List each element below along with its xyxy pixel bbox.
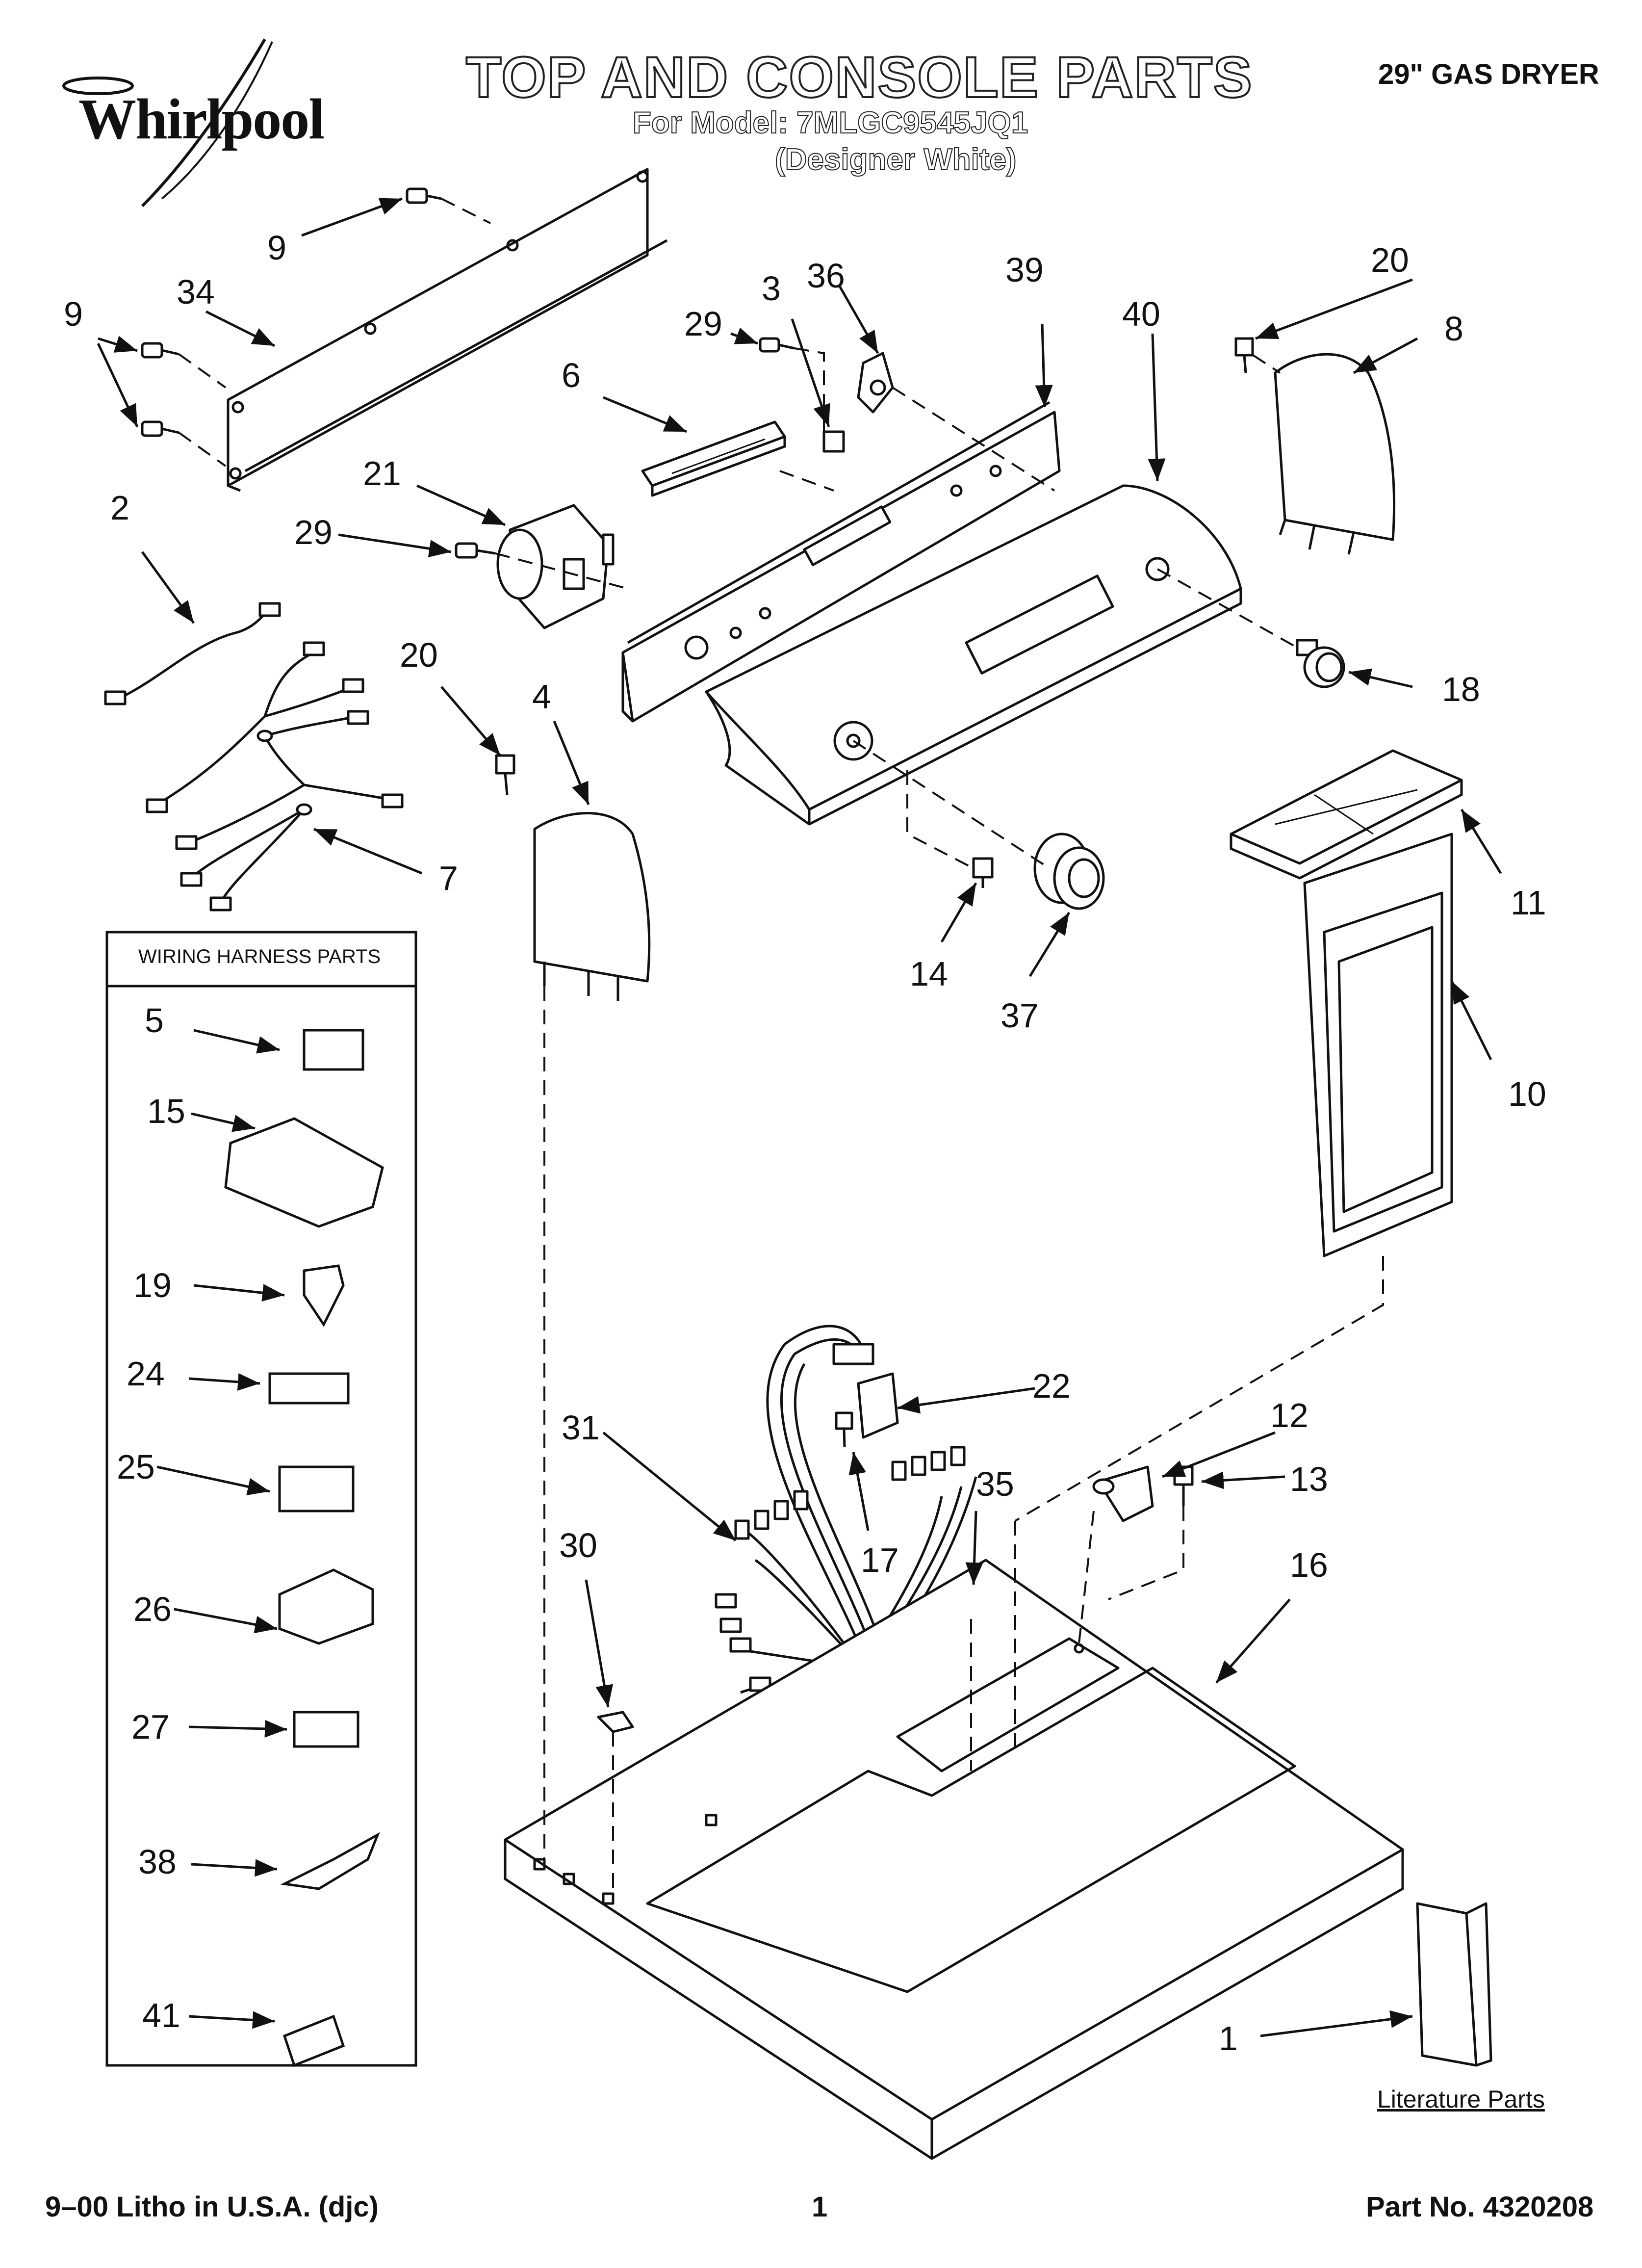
part-34-bracket [227, 168, 668, 492]
callout-6: 6 [562, 356, 581, 394]
callout-26: 26 [133, 1590, 172, 1628]
footer-print-info: 9–00 Litho in U.S.A. (djc) [45, 2191, 379, 2223]
part-40-console [705, 484, 1242, 826]
part-26-housing [278, 1568, 374, 1645]
brand-logo: Whirlpool [78, 87, 325, 151]
part-1-literature [1416, 1902, 1492, 2067]
callout-3: 3 [762, 269, 781, 308]
callout-39: 39 [1005, 251, 1044, 289]
callout-20-left: 20 [400, 636, 438, 674]
callout-13: 13 [1290, 1460, 1328, 1498]
callout-9-left: 9 [64, 295, 83, 333]
callout-31: 31 [562, 1408, 600, 1447]
part-12-clamp [1092, 1465, 1154, 1522]
part-17-screw [835, 1411, 853, 1448]
screw-29-left [455, 542, 496, 559]
part-3-clip [822, 430, 845, 453]
part-11-cover [1230, 749, 1463, 880]
part-36-switch [857, 352, 894, 414]
part-27-connector [293, 1711, 359, 1748]
callout-29-upper: 29 [684, 305, 722, 343]
part-7-harness [146, 641, 404, 912]
callout-11: 11 [1511, 884, 1546, 922]
wiring-harness-box [105, 931, 417, 2067]
callout-25: 25 [117, 1448, 155, 1486]
part-14-screw [972, 857, 994, 888]
callout-22: 22 [1032, 1367, 1071, 1405]
callout-10: 10 [1508, 1075, 1546, 1113]
screw-9-left-a [141, 342, 180, 359]
callout-21: 21 [363, 454, 401, 493]
model-line: For Model: 7MLGC9545JQ1 [632, 105, 1028, 140]
callout-2: 2 [110, 489, 129, 527]
callout-36: 36 [807, 257, 845, 295]
part-21-timer [496, 504, 615, 629]
callout-34: 34 [177, 273, 215, 311]
literature-parts-label: Literature Parts [1377, 2086, 1545, 2113]
leader-arrows [97, 197, 1502, 2037]
footer-part-number: Part No. 4320208 [1366, 2191, 1594, 2223]
callout-12: 12 [1270, 1396, 1308, 1434]
footer-page-number: 1 [812, 2191, 828, 2223]
callout-16: 16 [1290, 1546, 1328, 1584]
part-38-terminal [280, 1832, 380, 1890]
callout-35: 35 [976, 1465, 1014, 1503]
callout-4: 4 [532, 678, 551, 716]
part-18-knob [1296, 639, 1345, 688]
callout-20-right: 20 [1371, 241, 1409, 279]
callout-27: 27 [131, 1708, 170, 1746]
product-type: 29" GAS DRYER [1378, 58, 1599, 90]
callout-30: 30 [559, 1526, 597, 1564]
callout-19: 19 [133, 1266, 172, 1304]
callout-15: 15 [147, 1092, 185, 1130]
part-4-endcap [533, 812, 651, 1001]
callout-14: 14 [910, 955, 948, 993]
part-24-connector [268, 1372, 350, 1405]
part-10-housing [1303, 833, 1453, 1257]
callout-24: 24 [127, 1355, 165, 1393]
callout-41: 41 [142, 1996, 180, 2034]
part-30-clip [597, 1711, 634, 1733]
screw-9-left-b [141, 420, 180, 437]
part-5-connector [303, 1029, 364, 1071]
part-2-wire [104, 602, 281, 705]
part-39-panel [621, 401, 1061, 723]
part-25-connector [278, 1465, 355, 1512]
logo-swoosh [62, 38, 273, 208]
page-title: TOP AND CONSOLE PARTS [465, 44, 1253, 111]
wiring-box-title: WIRING HARNESS PARTS [138, 946, 381, 967]
callout-5: 5 [145, 1001, 164, 1040]
color-line: (Designer White) [774, 142, 1017, 177]
callout-40: 40 [1122, 295, 1160, 333]
part-6-switch [641, 420, 786, 497]
part-19-clip [303, 1264, 345, 1327]
alignment-lines [178, 198, 1384, 1894]
part-15-block [224, 1117, 384, 1228]
screw-9-top [406, 187, 442, 204]
callout-18: 18 [1442, 670, 1480, 708]
callout-37: 37 [1001, 996, 1039, 1035]
screw-29-upper [759, 337, 795, 353]
part-22-bracket [857, 1372, 899, 1439]
part-37-knob [1033, 833, 1105, 910]
screw-20-left [495, 754, 515, 795]
callout-29-left: 29 [294, 513, 333, 551]
callout-8: 8 [1444, 310, 1463, 348]
callout-9-top: 9 [267, 229, 286, 267]
callout-38: 38 [138, 1843, 177, 1881]
screw-20-right [1234, 337, 1254, 373]
part-13-screw [1173, 1465, 1194, 1506]
callout-1: 1 [1219, 2019, 1238, 2058]
part-8-endcap [1274, 353, 1396, 555]
callout-7: 7 [439, 859, 458, 897]
callout-17: 17 [861, 1541, 899, 1579]
part-41-connector [282, 2014, 345, 2067]
part-16-top [504, 1559, 1404, 2160]
